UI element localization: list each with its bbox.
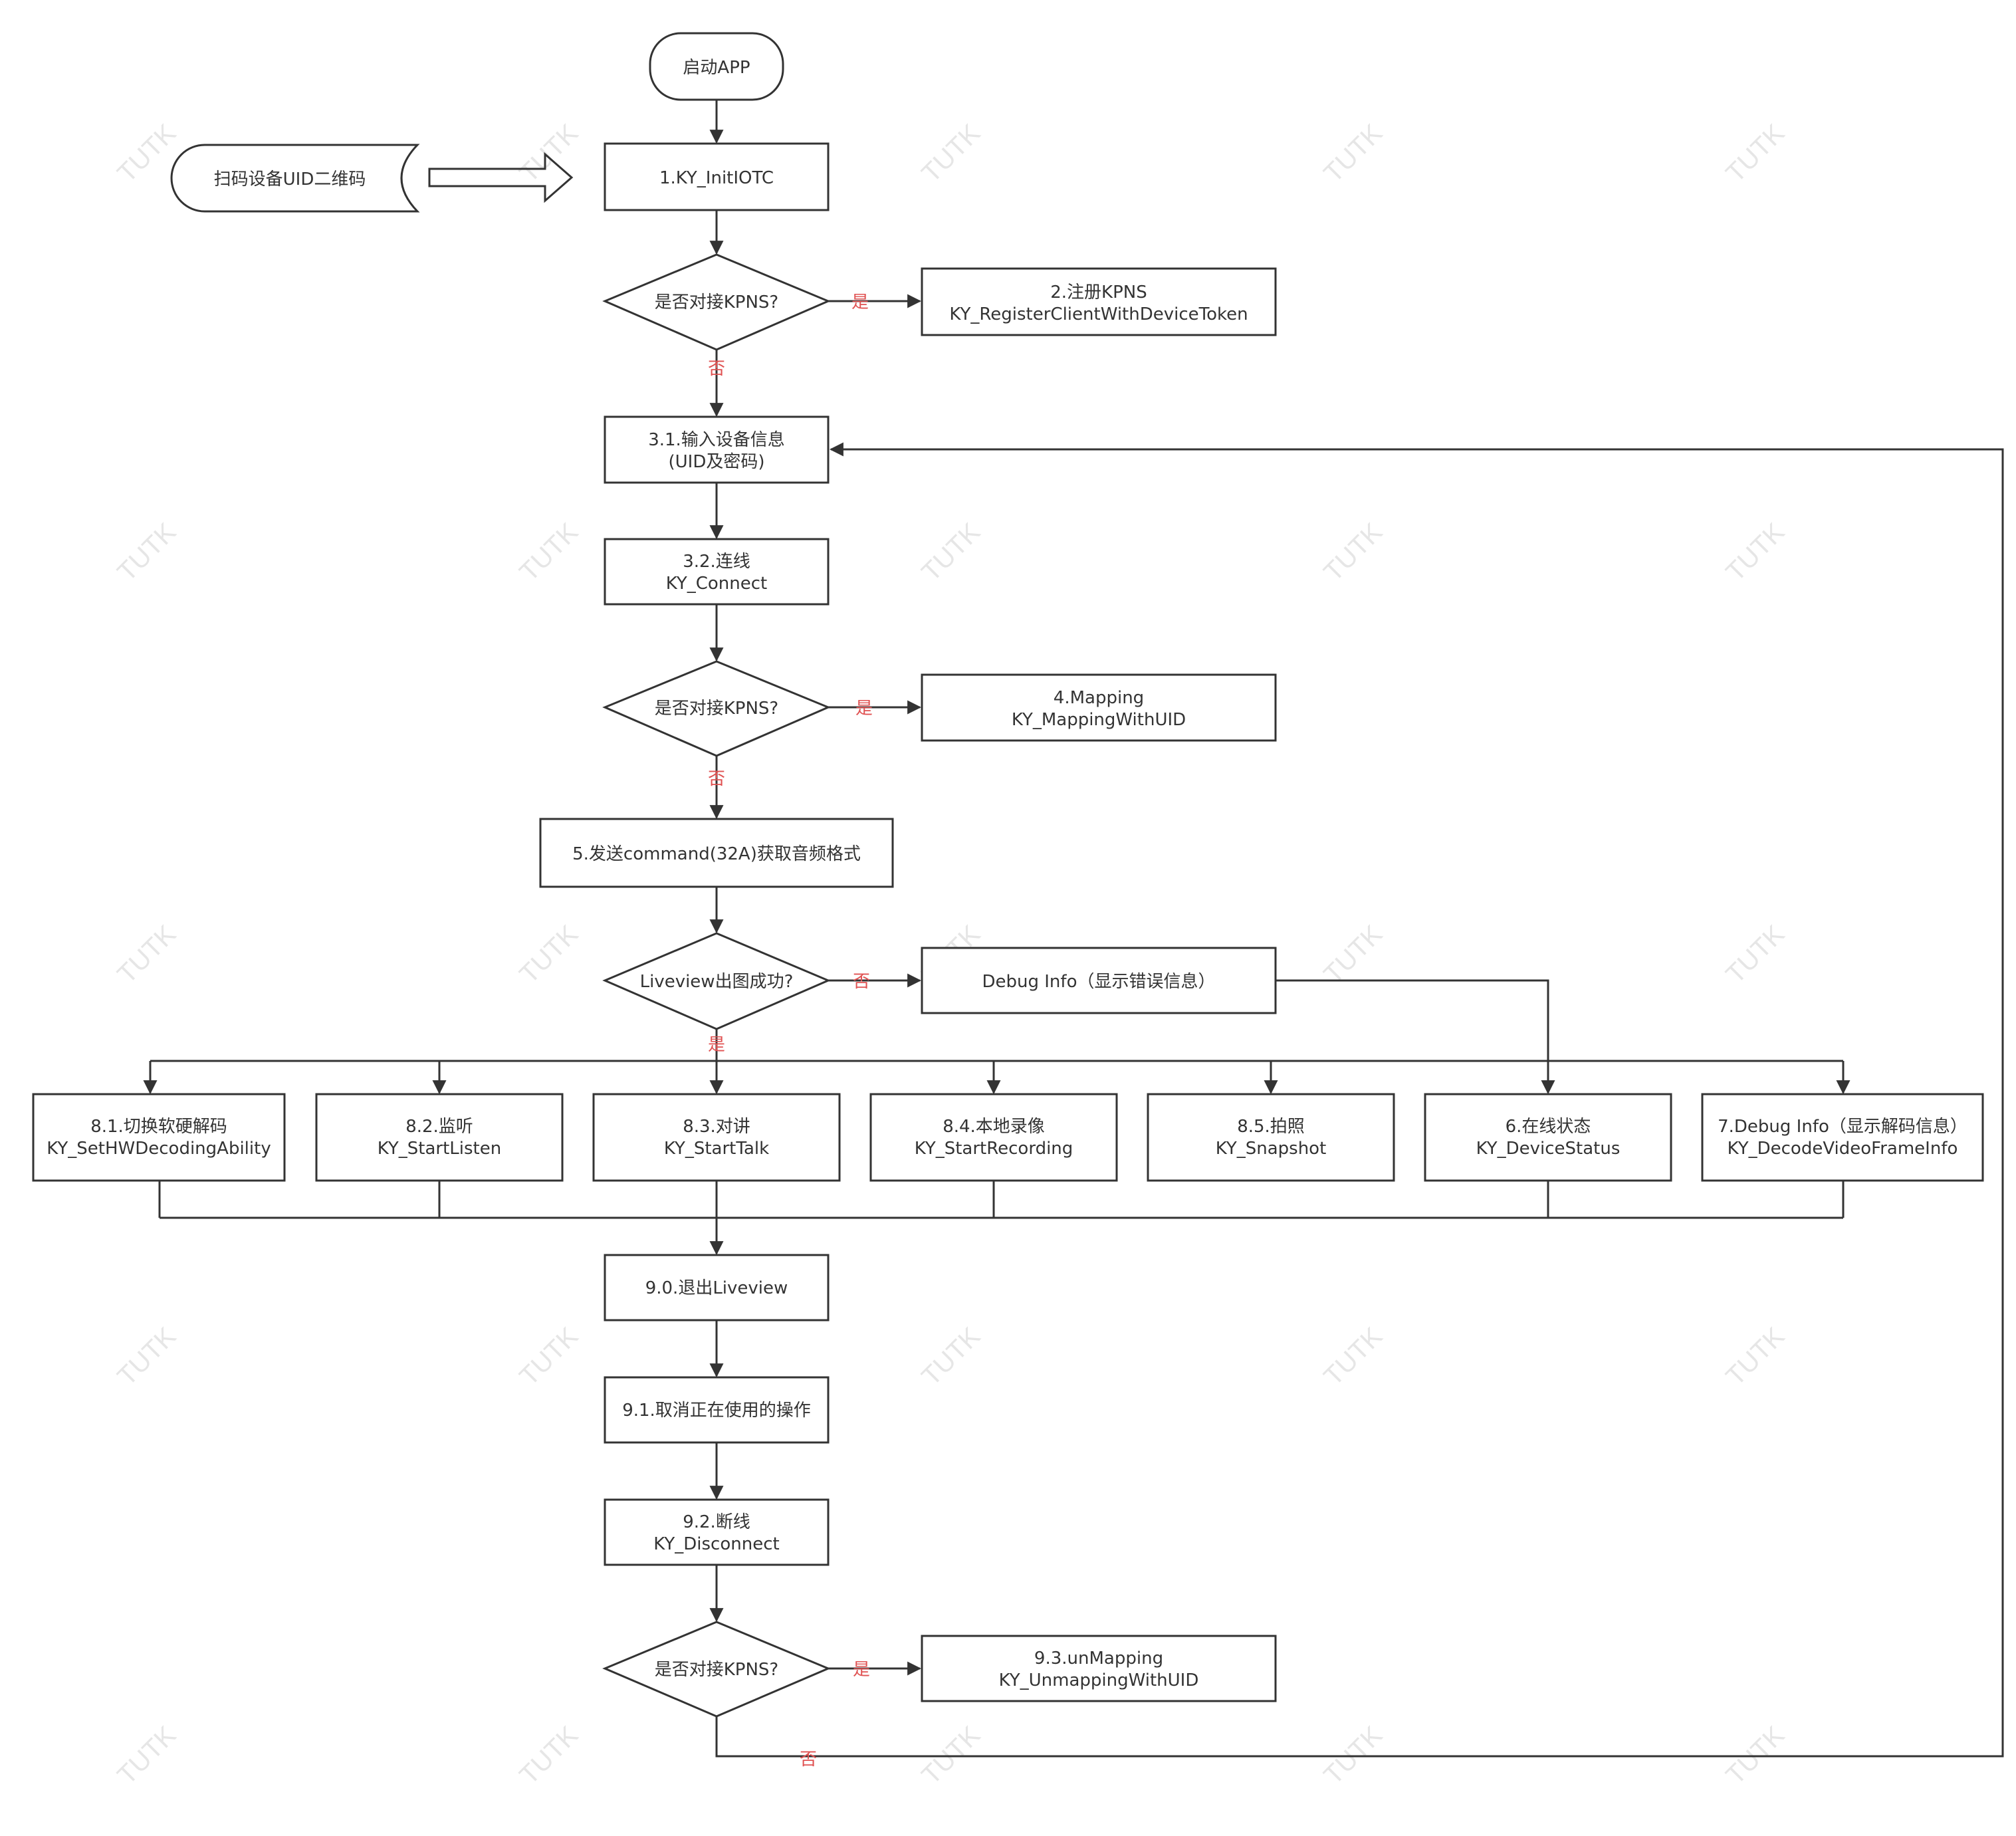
cancel-ops-node: 9.1.取消正在使用的操作	[604, 1376, 830, 1444]
send-command-label: 5.发送command(32A)获取音频格式	[572, 844, 861, 864]
op-snapshot-api: KY_Snapshot	[1216, 1139, 1327, 1159]
op-talk-api: KY_StartTalk	[664, 1139, 769, 1159]
edge-q3-loop-back	[715, 442, 2004, 1758]
watermark: TUTK	[514, 118, 584, 188]
connect-node: 3.2.连线 KY_Connect	[604, 538, 830, 606]
edge-label-yes: 是	[851, 292, 869, 312]
input-device-detail: (UID及密码)	[668, 452, 764, 472]
op-recording-node: 8.4.本地录像 KY_StartRecording	[869, 1093, 1118, 1182]
debug-error-label: Debug Info（显示错误信息）	[982, 972, 1216, 992]
input-device-node: 3.1.输入设备信息 (UID及密码)	[604, 415, 830, 484]
op-decode-info-node: 7.Debug Info（显示解码信息） KY_DecodeVideoFrame…	[1701, 1093, 1984, 1182]
disconnect-api: KY_Disconnect	[653, 1534, 779, 1554]
connectors	[143, 100, 2004, 1758]
kpns-decision-3: 是否对接KPNS?	[602, 1621, 831, 1718]
send-command-node: 5.发送command(32A)获取音频格式	[539, 818, 894, 888]
watermark: TUTK	[1720, 517, 1790, 587]
edge-label-no: 否	[800, 1750, 817, 1770]
watermark: TUTK	[514, 517, 584, 587]
watermark: TUTK	[916, 517, 986, 587]
kpns-question-label: 是否对接KPNS?	[655, 699, 778, 719]
op-device-status-title: 6.在线状态	[1506, 1117, 1591, 1137]
liveview-decision: Liveview出图成功?	[602, 932, 831, 1030]
unmapping-api: KY_UnmappingWithUID	[999, 1670, 1199, 1690]
init-label: 1.KY_InitIOTC	[659, 168, 774, 188]
mapping-node: 4.Mapping KY_MappingWithUID	[921, 673, 1277, 742]
watermark: TUTK	[112, 1720, 181, 1790]
op-decoding-title: 8.1.切换软硬解码	[90, 1117, 227, 1137]
watermark: TUTK	[514, 1321, 584, 1391]
init-node: 1.KY_InitIOTC	[604, 142, 830, 211]
exit-liveview-label: 9.0.退出Liveview	[645, 1278, 788, 1298]
disconnect-node: 9.2.断线 KY_Disconnect	[604, 1498, 830, 1566]
watermark: TUTK	[1318, 1321, 1388, 1391]
op-snapshot-node: 8.5.拍照 KY_Snapshot	[1147, 1093, 1395, 1182]
liveview-question-label: Liveview出图成功?	[640, 972, 794, 992]
kpns-decision-1: 是否对接KPNS?	[602, 253, 831, 351]
watermark: TUTK	[1318, 517, 1388, 587]
edge-label-yes: 是	[708, 1035, 725, 1055]
watermark: TUTK	[112, 517, 181, 587]
watermark: TUTK	[1720, 1321, 1790, 1391]
edge-label-no: 否	[853, 972, 870, 992]
op-recording-api: KY_StartRecording	[915, 1139, 1073, 1159]
watermark: TUTK	[1720, 118, 1790, 188]
edge-label-no: 否	[708, 359, 725, 379]
cancel-ops-label: 9.1.取消正在使用的操作	[622, 1401, 811, 1421]
op-device-status-api: KY_DeviceStatus	[1476, 1139, 1621, 1159]
op-snapshot-title: 8.5.拍照	[1237, 1117, 1305, 1137]
watermark: TUTK	[1720, 919, 1790, 989]
watermark: TUTK	[112, 1321, 181, 1391]
connect-title: 3.2.连线	[683, 552, 750, 572]
op-listen-node: 8.2.监听 KY_StartListen	[315, 1093, 564, 1182]
unmapping-title: 9.3.unMapping	[1034, 1649, 1163, 1668]
register-kpns-node: 2.注册KPNS KY_RegisterClientWithDeviceToke…	[921, 267, 1277, 336]
op-listen-api: KY_StartListen	[378, 1139, 501, 1159]
watermark: TUTK	[1318, 919, 1388, 989]
disconnect-title: 9.2.断线	[683, 1512, 750, 1532]
input-device-title: 3.1.输入设备信息	[648, 430, 785, 450]
kpns-question-label: 是否对接KPNS?	[655, 292, 778, 312]
unmapping-node: 9.3.unMapping KY_UnmappingWithUID	[921, 1635, 1277, 1702]
watermark: TUTK	[916, 118, 986, 188]
mapping-api: KY_MappingWithUID	[1012, 710, 1186, 730]
scan-qr-label: 扫码设备UID二维码	[214, 170, 366, 189]
connect-api: KY_Connect	[666, 574, 768, 594]
mapping-title: 4.Mapping	[1054, 688, 1144, 708]
edge-label-no: 否	[708, 769, 725, 789]
edge-label-yes: 是	[855, 699, 873, 719]
op-decode-info-api: KY_DecodeVideoFrameInfo	[1728, 1139, 1958, 1159]
op-talk-node: 8.3.对讲 KY_StartTalk	[592, 1093, 841, 1182]
edge-labels: 是 否 是 否 否 是 是 否	[708, 292, 873, 1770]
watermark: TUTK	[1318, 118, 1388, 188]
start-label: 启动APP	[683, 58, 750, 78]
kpns-decision-2: 是否对接KPNS?	[602, 660, 831, 757]
start-node: 启动APP	[649, 32, 784, 101]
op-recording-title: 8.4.本地录像	[943, 1117, 1045, 1137]
edge-label-yes: 是	[853, 1660, 870, 1680]
watermark: TUTK	[112, 919, 181, 989]
kpns-question-label: 是否对接KPNS?	[655, 1660, 778, 1680]
op-talk-title: 8.3.对讲	[683, 1117, 750, 1137]
edge-debug-status	[1276, 979, 1555, 1095]
watermark: TUTK	[514, 1720, 584, 1790]
scan-qr-node: 扫码设备UID二维码	[170, 144, 420, 213]
debug-error-node: Debug Info（显示错误信息）	[921, 947, 1277, 1014]
op-decoding-api: KY_SetHWDecodingAbility	[47, 1139, 271, 1159]
watermark: TUTK	[514, 919, 584, 989]
watermark: TUTK	[916, 1321, 986, 1391]
op-decoding-node: 8.1.切换软硬解码 KY_SetHWDecodingAbility	[32, 1093, 286, 1182]
exit-liveview-node: 9.0.退出Liveview	[604, 1254, 830, 1321]
op-decode-info-title: 7.Debug Info（显示解码信息）	[1718, 1117, 1967, 1137]
hollow-arrow	[428, 152, 574, 203]
register-kpns-title: 2.注册KPNS	[1050, 283, 1147, 302]
op-listen-title: 8.2.监听	[405, 1117, 473, 1137]
op-device-status-node: 6.在线状态 KY_DeviceStatus	[1424, 1093, 1672, 1182]
register-kpns-api: KY_RegisterClientWithDeviceToken	[949, 304, 1248, 324]
